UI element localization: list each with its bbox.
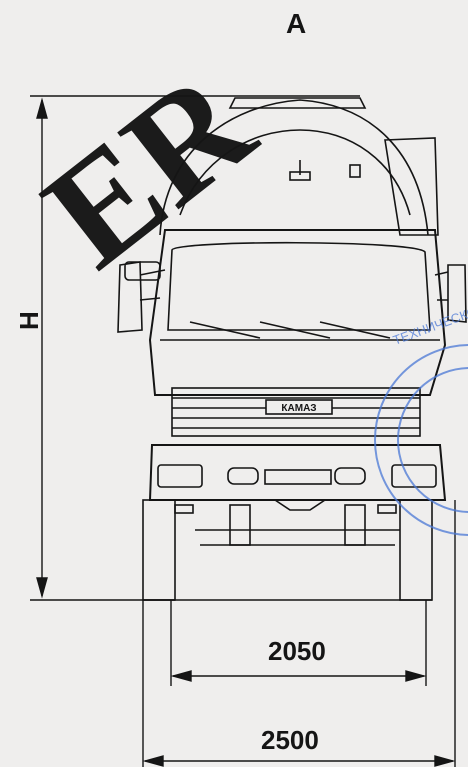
track-width-label: 2050 xyxy=(268,636,326,666)
height-arrow-bottom xyxy=(36,577,48,599)
wheel-left xyxy=(142,499,176,601)
svg-text:ER: ER xyxy=(15,39,283,299)
bumper xyxy=(148,444,447,501)
headlight-right xyxy=(391,464,437,488)
cab-badge: КАМАЗ xyxy=(281,403,316,414)
mirror-left xyxy=(117,261,143,333)
mixer-drum-inner xyxy=(179,129,411,216)
mixer-hopper xyxy=(384,137,439,236)
mixer-drum-outline xyxy=(159,99,429,236)
radiator-grille xyxy=(171,387,421,437)
official-stamp: ТЕХНИЧЕСКОЕ УПРАВЛЕНИЕ xyxy=(374,269,468,536)
axle xyxy=(195,529,400,546)
track-arrow-left xyxy=(170,670,192,682)
height-dimension-label: H xyxy=(14,311,44,330)
headlight-left xyxy=(157,464,203,488)
mirror-right xyxy=(447,264,467,323)
track-arrow-right xyxy=(405,670,427,682)
plate-holder xyxy=(264,469,332,485)
cab-badge-text: КАМАЗ xyxy=(281,403,316,414)
mixer-truck-front-view xyxy=(117,97,467,601)
dimension-lines xyxy=(30,95,456,767)
wheel-right xyxy=(399,499,433,601)
mirror-left-arm xyxy=(139,269,166,301)
cab-badge-plate xyxy=(265,399,333,415)
width-arrow-right xyxy=(434,755,456,767)
windshield xyxy=(167,241,431,331)
overall-width-label: 2500 xyxy=(261,725,319,755)
height-arrow-top xyxy=(36,97,48,119)
view-label: A xyxy=(286,8,307,39)
watermark: ER xyxy=(15,39,283,299)
mixer-drum-top xyxy=(228,97,367,109)
svg-text:ТЕХНИЧЕСКОЕ УПРАВЛЕНИЕ: ТЕХНИЧЕСКОЕ УПРАВЛЕНИЕ xyxy=(391,269,468,347)
width-arrow-left xyxy=(142,755,164,767)
cab-outline xyxy=(148,229,447,396)
